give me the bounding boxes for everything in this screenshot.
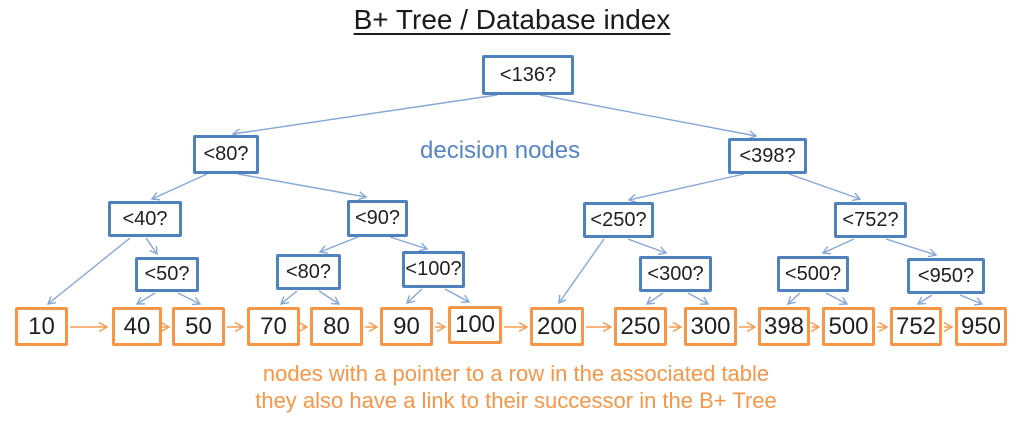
leaf-node-50: 50: [172, 307, 225, 346]
decision-node-50: <50?: [135, 257, 199, 292]
decision-node-136: <136?: [482, 55, 574, 95]
decision-node-300: <300?: [639, 256, 712, 292]
decision-node-80-leaflevel: <80?: [276, 254, 341, 290]
leaf-node-40: 40: [112, 307, 162, 346]
leaf-node-500: 500: [822, 307, 875, 346]
decision-node-950: <950?: [907, 258, 985, 294]
leaf-node-950: 950: [955, 307, 1007, 346]
decision-node-40: <40?: [108, 201, 182, 237]
leaf-node-250: 250: [614, 307, 667, 346]
decision-node-90: <90?: [347, 200, 408, 237]
leaf-node-398: 398: [758, 307, 810, 346]
decision-node-752: <752?: [834, 202, 907, 238]
leaf-caption-line2: they also have a link to their successor…: [255, 388, 777, 413]
leaf-node-80: 80: [310, 307, 363, 346]
decision-node-250: <250?: [583, 202, 654, 238]
leaf-caption: nodes with a pointer to a row in the ass…: [8, 360, 1024, 414]
decision-node-398: <398?: [728, 138, 807, 174]
leaf-node-100: 100: [448, 306, 502, 344]
leaf-node-200: 200: [530, 307, 584, 346]
diagram-title: B+ Tree / Database index: [353, 4, 671, 35]
decision-node-100: <100?: [402, 251, 465, 288]
leaf-node-300: 300: [684, 307, 737, 346]
decision-node-500: <500?: [777, 256, 849, 292]
decision-nodes-label: decision nodes: [420, 137, 581, 164]
leaf-node-70: 70: [247, 307, 300, 346]
leaf-node-10: 10: [15, 307, 68, 346]
decision-node-80: <80?: [193, 135, 259, 174]
leaf-node-752: 752: [890, 307, 942, 346]
leaf-caption-line1: nodes with a pointer to a row in the ass…: [262, 361, 770, 386]
leaf-node-90: 90: [380, 307, 433, 346]
